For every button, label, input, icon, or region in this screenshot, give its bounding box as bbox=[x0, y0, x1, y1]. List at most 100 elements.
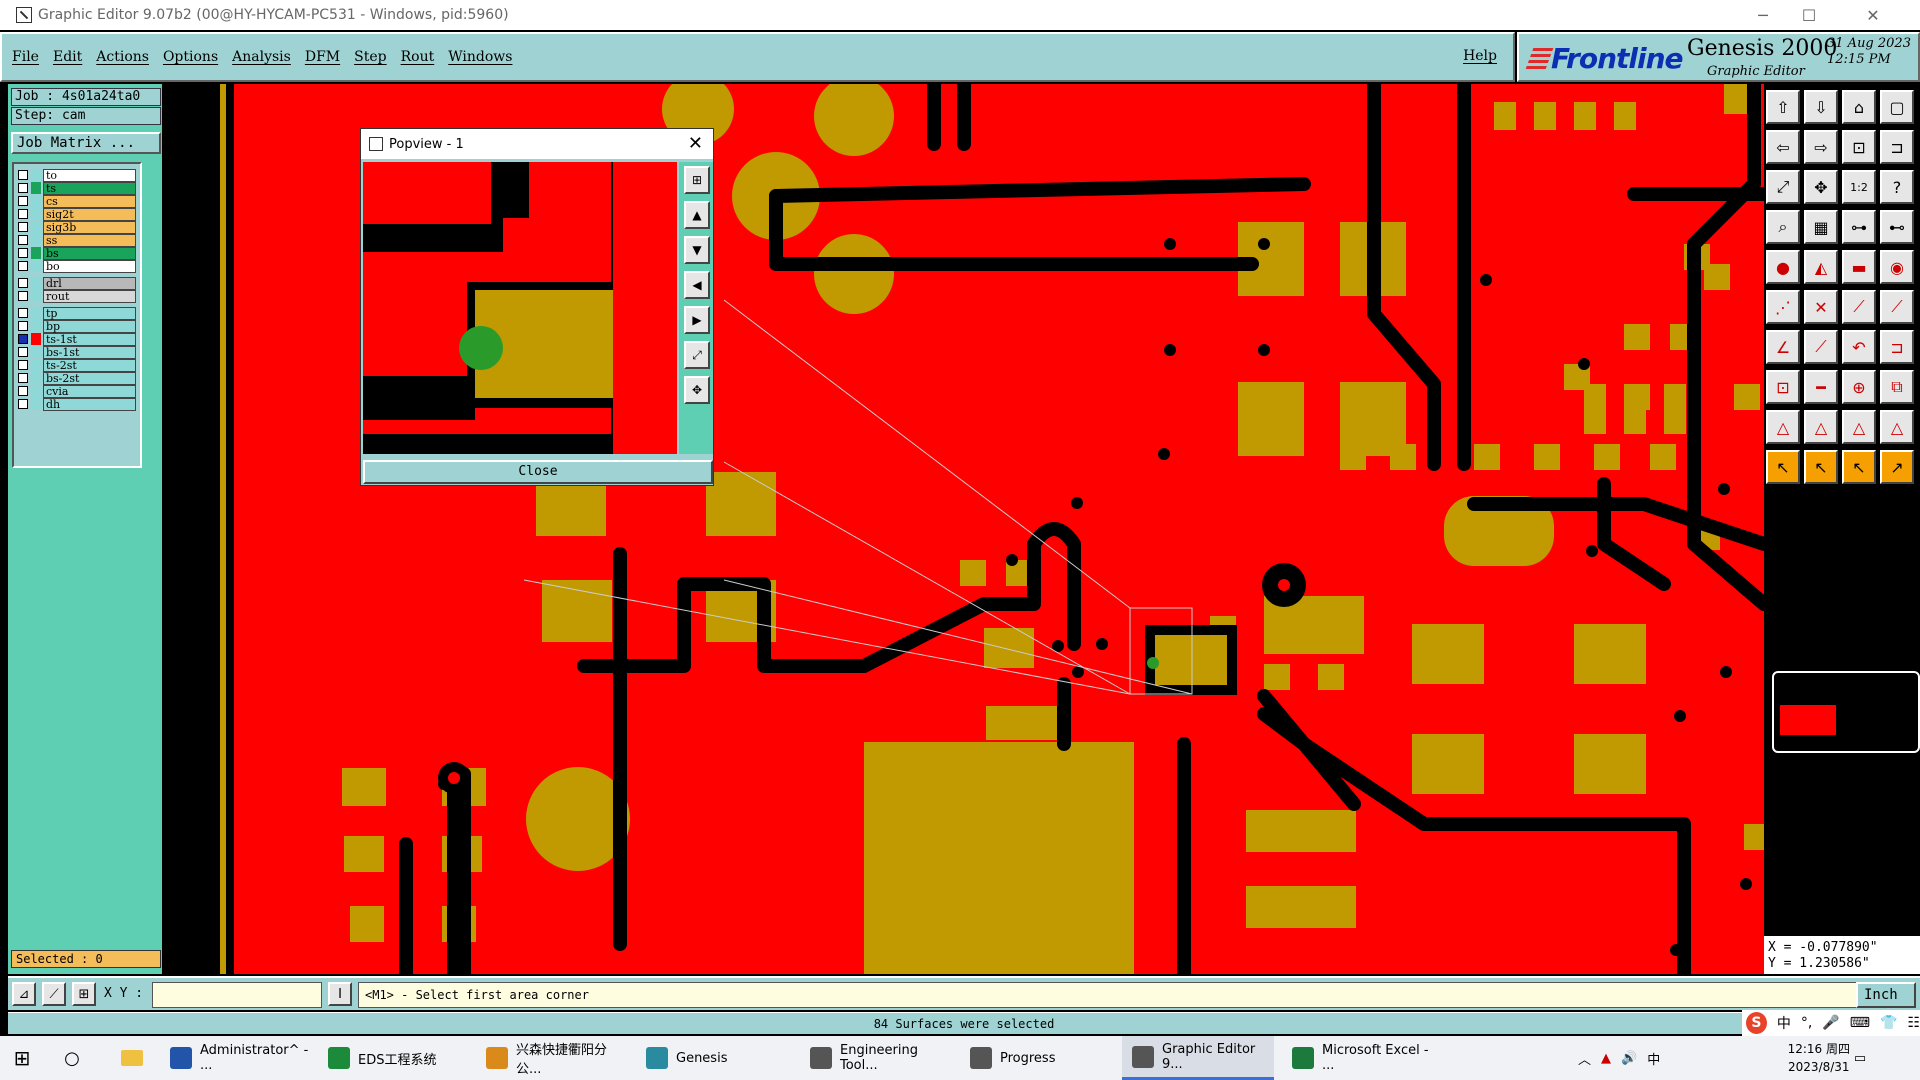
help-icon[interactable]: ? bbox=[1880, 170, 1914, 204]
taskbar-clock[interactable]: 12:16 周四 2023/8/31 bbox=[1788, 1040, 1850, 1076]
layer-row-tp[interactable]: tp bbox=[18, 306, 136, 320]
volume-icon[interactable]: 🔊 bbox=[1621, 1050, 1638, 1066]
zoom-box-icon[interactable]: ⊡ bbox=[1842, 130, 1876, 164]
zoom-down-icon[interactable]: ⇩ bbox=[1804, 90, 1838, 124]
layer-row-bo[interactable]: bo bbox=[18, 259, 136, 273]
layer-row-sig2t[interactable]: sig2t bbox=[18, 207, 136, 221]
menu-file[interactable]: File bbox=[12, 49, 39, 65]
layer-checkbox[interactable] bbox=[18, 170, 28, 180]
menu-analysis[interactable]: Analysis bbox=[232, 49, 291, 65]
undo-arc-icon[interactable]: ↶ bbox=[1842, 330, 1876, 364]
popview-pan-right-icon[interactable]: ▶ bbox=[684, 306, 710, 334]
layer-row-ts-1st[interactable]: ts-1st bbox=[18, 332, 136, 346]
window-icon[interactable]: ▢ bbox=[1880, 90, 1914, 124]
layer-checkbox[interactable] bbox=[18, 347, 28, 357]
pan-left-icon[interactable]: ⇦ bbox=[1766, 130, 1800, 164]
sogou-ime-icon[interactable]: S bbox=[1746, 1012, 1767, 1034]
layer-row-sig3b[interactable]: sig3b bbox=[18, 220, 136, 234]
bracket-icon[interactable]: ⊐ bbox=[1880, 330, 1914, 364]
taskbar-app-2[interactable]: 兴森快捷衢阳分公... bbox=[476, 1036, 630, 1080]
layer-checkbox[interactable] bbox=[18, 261, 28, 271]
layer-checkbox[interactable] bbox=[18, 278, 28, 288]
cursor-mode-icon[interactable]: I bbox=[328, 982, 352, 1006]
ime-language[interactable]: 中 bbox=[1776, 1016, 1791, 1032]
copy-icon[interactable]: ⧉ bbox=[1880, 370, 1914, 404]
menu-help[interactable]: Help bbox=[1463, 48, 1497, 64]
hline-icon[interactable]: ━ bbox=[1804, 370, 1838, 404]
overview-minimap[interactable] bbox=[1772, 671, 1920, 753]
layer-checkbox[interactable] bbox=[18, 373, 28, 383]
line-icon[interactable]: ▬ bbox=[1842, 250, 1876, 284]
layer-checkbox[interactable] bbox=[18, 248, 28, 258]
pointer-icon[interactable]: ↖ bbox=[1766, 450, 1800, 484]
pad-icon[interactable]: ● bbox=[1766, 250, 1800, 284]
layer-row-bs-1st[interactable]: bs-1st bbox=[18, 345, 136, 359]
triangle-icon[interactable]: △ bbox=[1766, 410, 1800, 444]
layer-row-to[interactable]: to bbox=[18, 168, 136, 182]
popview-close-icon[interactable]: ✕ bbox=[687, 133, 703, 154]
layer-row-cvia[interactable]: cvia bbox=[18, 384, 136, 398]
ratio-icon[interactable]: 1:2 bbox=[1842, 170, 1876, 204]
line-tool-icon[interactable]: ⟋ bbox=[1842, 290, 1876, 324]
menu-rout[interactable]: Rout bbox=[400, 49, 435, 65]
layer-row-bs-2st[interactable]: bs-2st bbox=[18, 371, 136, 385]
layer-checkbox[interactable] bbox=[18, 360, 28, 370]
delete-icon[interactable]: ✕ bbox=[1804, 290, 1838, 324]
popview-zoom-view[interactable] bbox=[363, 162, 677, 454]
tray-up-icon[interactable]: ︿ bbox=[1578, 1052, 1592, 1068]
ime-keyboard-icon[interactable]: ⌨ bbox=[1849, 1015, 1870, 1031]
popview-pan-up-icon[interactable]: ▲ bbox=[684, 201, 710, 229]
menu-windows[interactable]: Windows bbox=[448, 49, 513, 65]
home-view-icon[interactable]: ⌂ bbox=[1842, 90, 1876, 124]
layer-split-icon[interactable]: ⊷ bbox=[1880, 210, 1914, 244]
ime-menu-icon[interactable]: ☷ bbox=[1907, 1015, 1920, 1031]
close-window-button[interactable]: ✕ bbox=[1866, 5, 1880, 25]
measure-icon[interactable]: ⟋ bbox=[42, 982, 66, 1006]
layer-toggle-icon[interactable]: ⊶ bbox=[1842, 210, 1876, 244]
taskbar-app-0[interactable]: Administrator^ - ... bbox=[160, 1036, 312, 1080]
angle-icon[interactable]: ◭ bbox=[1804, 250, 1838, 284]
layer-checkbox[interactable] bbox=[18, 196, 28, 206]
popview-pan-down-icon[interactable]: ▼ bbox=[684, 236, 710, 264]
ime-skin-icon[interactable]: 👕 bbox=[1880, 1015, 1898, 1031]
taskbar-app-4[interactable]: Engineering Tool... bbox=[800, 1036, 956, 1080]
menu-actions[interactable]: Actions bbox=[96, 49, 149, 65]
layer-row-ts[interactable]: ts bbox=[18, 181, 136, 195]
layer-checkbox[interactable] bbox=[18, 291, 28, 301]
search-button[interactable]: ○ bbox=[50, 1036, 94, 1080]
menu-step[interactable]: Step bbox=[354, 49, 387, 65]
cross-icon[interactable]: ⊕ bbox=[1842, 370, 1876, 404]
layer-checkbox[interactable] bbox=[18, 209, 28, 219]
triangle-fill-icon[interactable]: △ bbox=[1842, 410, 1876, 444]
taskbar-app-1[interactable]: EDS工程系统 bbox=[318, 1036, 470, 1080]
popview-close-button[interactable]: Close bbox=[363, 460, 713, 484]
snap-icon[interactable]: ⊿ bbox=[12, 982, 36, 1006]
pan-icon[interactable]: ✥ bbox=[1804, 170, 1838, 204]
popview-pan-left-icon[interactable]: ◀ bbox=[684, 271, 710, 299]
taskbar-app-3[interactable]: Genesis bbox=[636, 1036, 792, 1080]
layer-row-ts-2st[interactable]: ts-2st bbox=[18, 358, 136, 372]
curve-icon[interactable]: ⟋ bbox=[1880, 290, 1914, 324]
file-explorer-button[interactable] bbox=[110, 1036, 154, 1080]
taskbar-app-6[interactable]: Graphic Editor 9... bbox=[1122, 1036, 1274, 1080]
layer-row-bs[interactable]: bs bbox=[18, 246, 136, 260]
tray-app-icon[interactable]: ▲ bbox=[1601, 1050, 1612, 1066]
pointer-edit-icon[interactable]: ↗ bbox=[1880, 450, 1914, 484]
units-selector[interactable]: Inch bbox=[1856, 982, 1916, 1008]
start-button[interactable]: ⊞ bbox=[0, 1036, 44, 1080]
layer-checkbox[interactable] bbox=[18, 321, 28, 331]
layer-checkbox[interactable] bbox=[18, 399, 28, 409]
slope-icon[interactable]: ⟋ bbox=[1804, 330, 1838, 364]
ime-punct-icon[interactable]: °, bbox=[1800, 1015, 1813, 1031]
pointer-select-icon[interactable]: ↖ bbox=[1804, 450, 1838, 484]
popview-center-icon[interactable]: ✥ bbox=[684, 376, 710, 404]
pan-right-icon[interactable]: ⇨ bbox=[1804, 130, 1838, 164]
menu-edit[interactable]: Edit bbox=[52, 49, 83, 65]
grid-icon[interactable]: ⊞ bbox=[72, 982, 96, 1006]
fit-icon[interactable]: ⤢ bbox=[1766, 170, 1800, 204]
layer-row-drl[interactable]: drl bbox=[18, 276, 136, 290]
taskbar-app-5[interactable]: Progress bbox=[960, 1036, 1116, 1080]
minimize-button[interactable]: ─ bbox=[1758, 5, 1768, 25]
layer-row-cs[interactable]: cs bbox=[18, 194, 136, 208]
popview-zoom-in-icon[interactable]: ⊞ bbox=[684, 166, 710, 194]
